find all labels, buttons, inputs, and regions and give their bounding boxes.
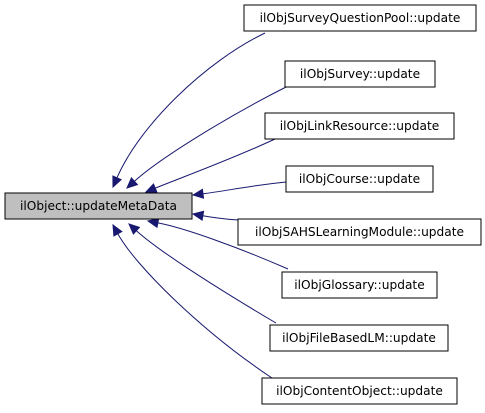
edge-link-resource bbox=[155, 138, 276, 189]
caller-node-sahs-learning-module[interactable]: ilObjSAHSLearningModule::update bbox=[237, 218, 482, 246]
caller-node-label: ilObjSAHSLearningModule::update bbox=[255, 225, 464, 239]
caller-node-box bbox=[264, 112, 455, 140]
edge-file-based-lm bbox=[136, 230, 277, 324]
edge-arrowhead-link-resource bbox=[144, 183, 158, 193]
caller-node-label: ilObjSurvey::update bbox=[300, 67, 420, 81]
edge-survey bbox=[134, 84, 291, 182]
edge-survey-question-pool bbox=[116, 32, 266, 178]
caller-node-box bbox=[284, 60, 436, 88]
caller-node-content-object[interactable]: ilObjContentObject::update bbox=[261, 377, 458, 405]
caller-node-box bbox=[237, 218, 482, 246]
caller-node-course[interactable]: ilObjCourse::update bbox=[285, 165, 434, 193]
caller-node-label: ilObjGlossary::update bbox=[294, 278, 424, 292]
caller-node-box bbox=[243, 4, 477, 32]
caller-node-box bbox=[261, 377, 458, 405]
caller-node-file-based-lm[interactable]: ilObjFileBasedLM::update bbox=[269, 324, 449, 352]
root-node-box bbox=[4, 192, 193, 220]
caller-node-glossary[interactable]: ilObjGlossary::update bbox=[281, 271, 438, 299]
edge-sahs-learning-module bbox=[202, 215, 239, 221]
edge-arrowhead-file-based-lm bbox=[128, 223, 141, 235]
caller-node-label: ilObjContentObject::update bbox=[276, 384, 443, 398]
root-node-label: ilObject::updateMetaData bbox=[20, 199, 177, 213]
caller-node-label: ilObjFileBasedLM::update bbox=[282, 331, 436, 345]
caller-node-label: ilObjCourse::update bbox=[299, 172, 420, 186]
edge-glossary bbox=[157, 222, 289, 270]
edge-arrowhead-glossary bbox=[146, 217, 160, 229]
edge-arrowhead-content-object bbox=[112, 223, 123, 237]
caller-node-survey[interactable]: ilObjSurvey::update bbox=[284, 60, 436, 88]
edge-arrowhead-course bbox=[191, 188, 205, 199]
edge-course bbox=[202, 181, 287, 195]
edge-arrowhead-survey bbox=[126, 176, 139, 189]
edge-arrowhead-sahs-learning-module bbox=[191, 210, 205, 222]
edge-arrowhead-survey-question-pool bbox=[112, 175, 123, 189]
caller-node-survey-question-pool[interactable]: ilObjSurveyQuestionPool::update bbox=[243, 4, 477, 32]
edges-layer bbox=[112, 32, 291, 379]
caller-node-link-resource[interactable]: ilObjLinkResource::update bbox=[264, 112, 455, 140]
edge-content-object bbox=[117, 233, 273, 379]
caller-node-box bbox=[269, 324, 449, 352]
caller-node-label: ilObjLinkResource::update bbox=[280, 119, 440, 133]
root-node[interactable]: ilObject::updateMetaData bbox=[4, 192, 193, 220]
caller-node-box bbox=[285, 165, 434, 193]
caller-node-box bbox=[281, 271, 438, 299]
caller-node-label: ilObjSurveyQuestionPool::update bbox=[260, 11, 461, 25]
